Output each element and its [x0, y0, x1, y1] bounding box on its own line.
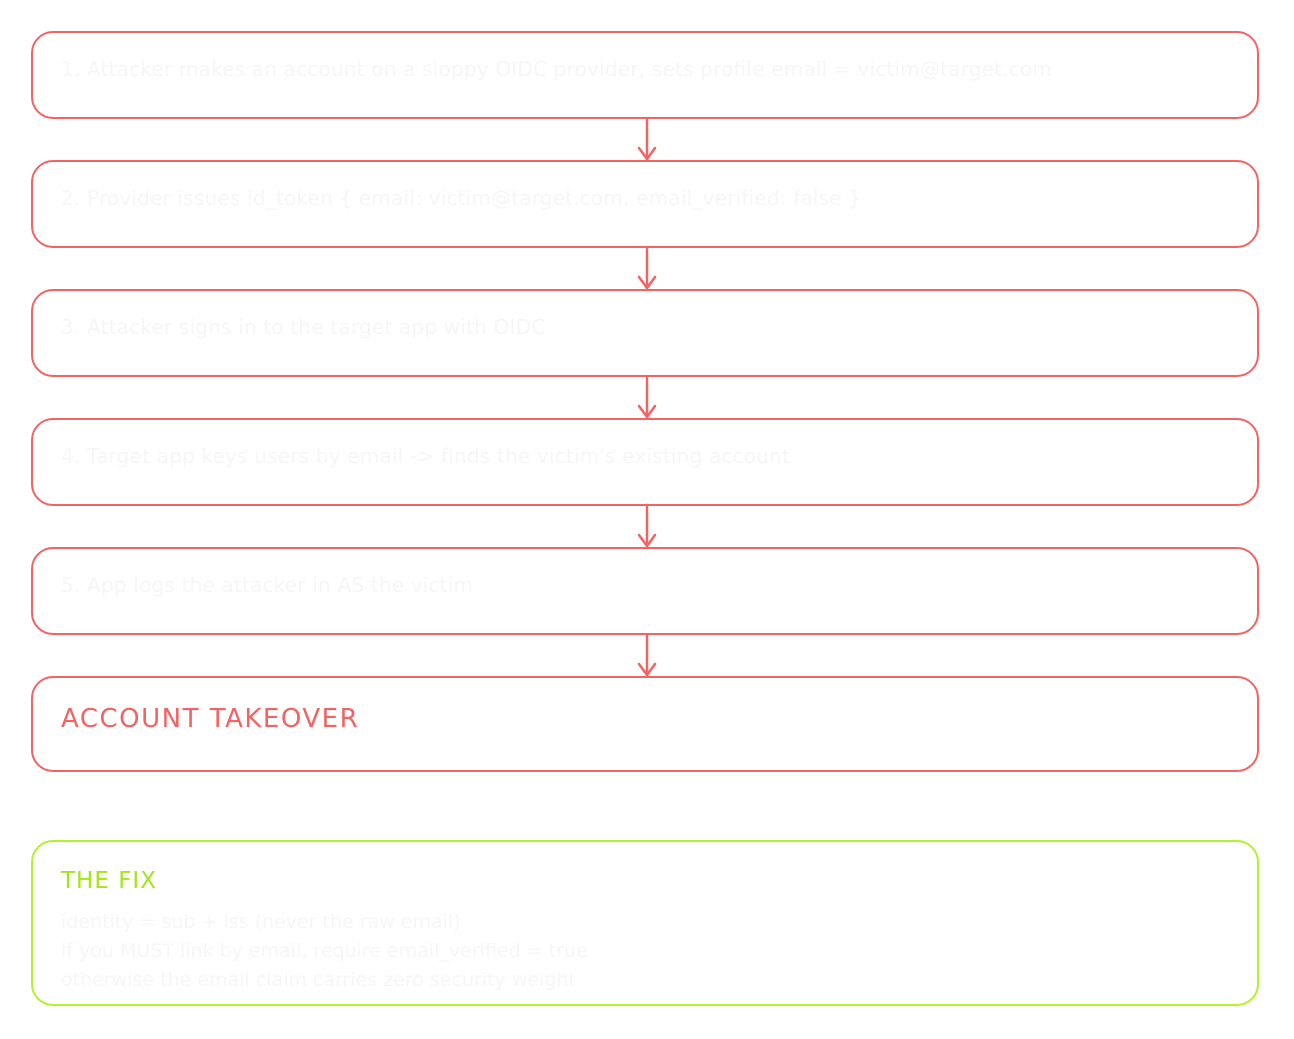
fix-line-2: if you MUST link by email, require email… — [61, 940, 588, 962]
flow-step-1: 1. Attacker makes an account on a sloppy… — [31, 31, 1259, 119]
flow-step-4-text: 4. Target app keys users by email -> fin… — [61, 444, 791, 468]
flow-arrow-2 — [637, 247, 657, 290]
account-takeover-box: ACCOUNT TAKEOVER — [31, 676, 1259, 772]
flow-step-2: 2. Provider issues id_token { email: vic… — [31, 160, 1259, 248]
flow-step-5: 5. App logs the attacker in AS the victi… — [31, 547, 1259, 635]
flow-step-3: 3. Attacker signs in to the target app w… — [31, 289, 1259, 377]
account-takeover-label: ACCOUNT TAKEOVER — [61, 704, 360, 734]
flow-step-1-text: 1. Attacker makes an account on a sloppy… — [61, 57, 1053, 81]
fix-line-3: otherwise the email claim carries zero s… — [61, 969, 576, 991]
fix-box: THE FIX identity = sub + iss (never the … — [31, 840, 1259, 1006]
fix-title: THE FIX — [61, 868, 157, 894]
flow-step-4: 4. Target app keys users by email -> fin… — [31, 418, 1259, 506]
flow-step-5-text: 5. App logs the attacker in AS the victi… — [61, 573, 474, 597]
flow-arrow-3 — [637, 376, 657, 419]
flow-step-2-text: 2. Provider issues id_token { email: vic… — [61, 186, 862, 210]
fix-line-1: identity = sub + iss (never the raw emai… — [61, 911, 461, 933]
flow-arrow-5 — [637, 634, 657, 677]
fix-lines: identity = sub + iss (never the raw emai… — [61, 908, 588, 995]
flow-arrow-1 — [637, 118, 657, 161]
flow-step-3-text: 3. Attacker signs in to the target app w… — [61, 315, 546, 339]
flow-arrow-4 — [637, 505, 657, 548]
